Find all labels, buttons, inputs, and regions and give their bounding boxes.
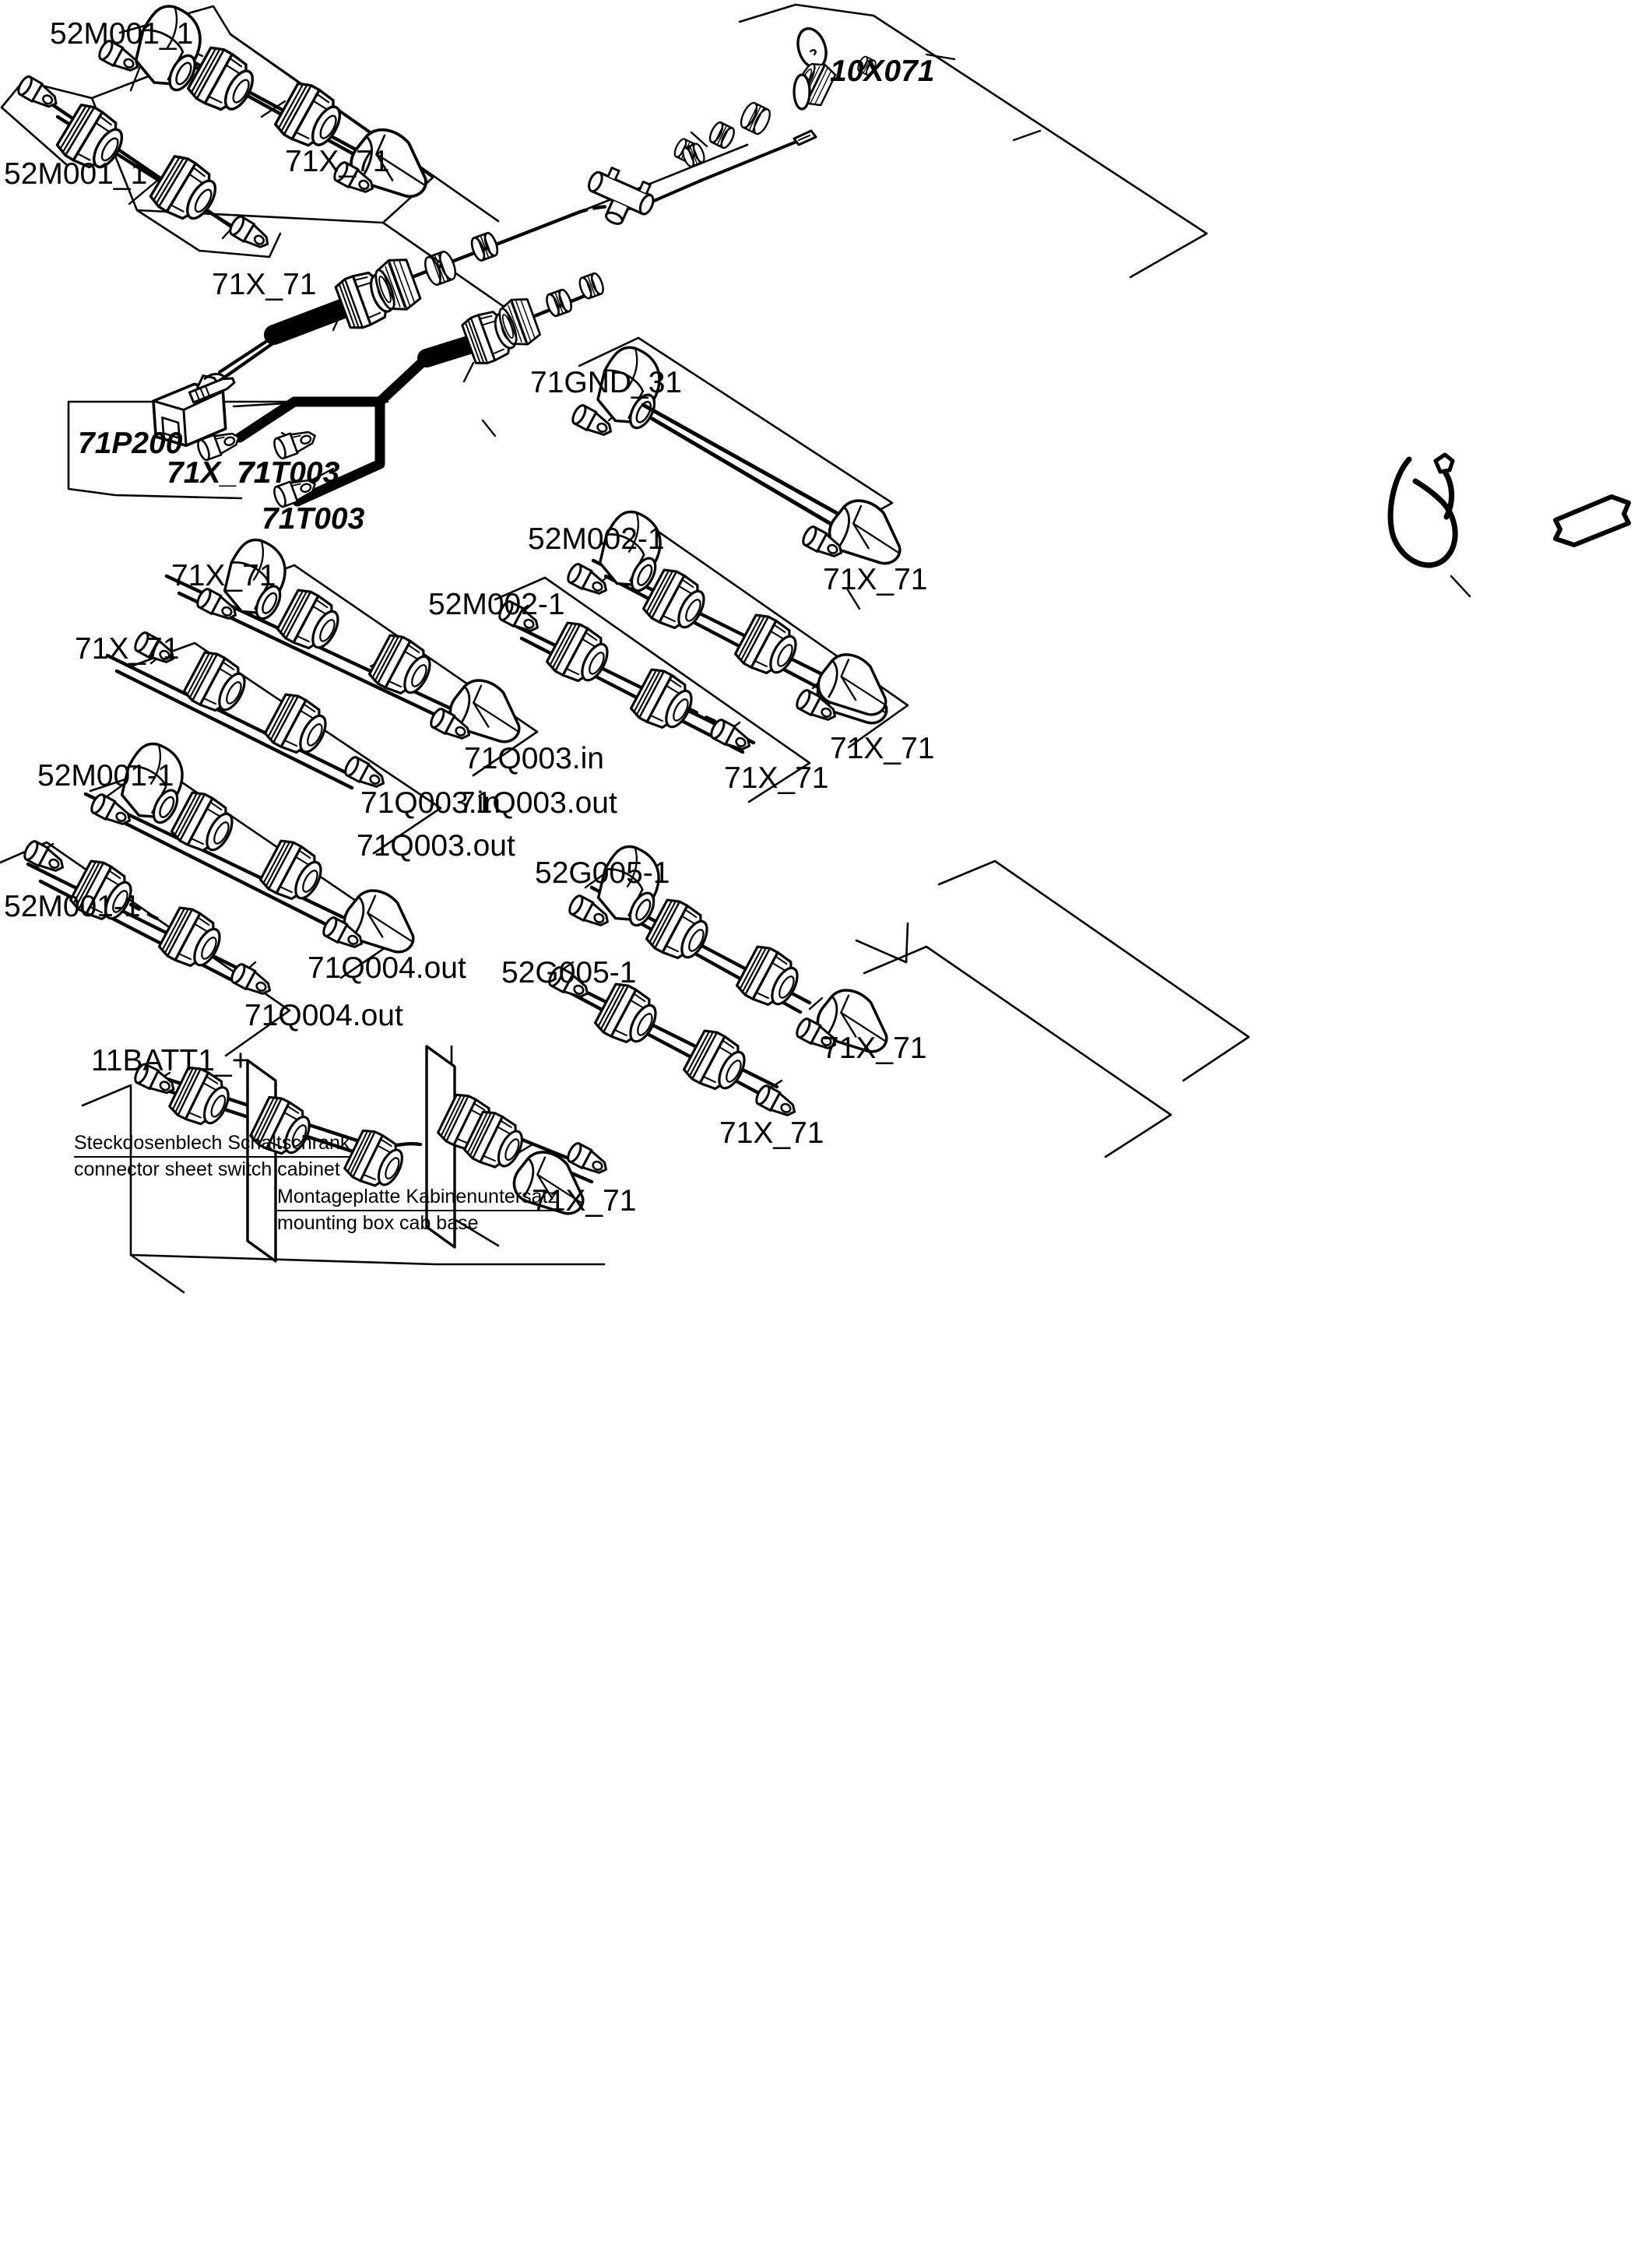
part-label-11batt1--: 11BATT1_+ <box>91 1044 250 1077</box>
part-label-71q003-out: 71Q003.out <box>459 786 617 820</box>
part-label-52m001-1: 52M001_1 <box>50 17 194 51</box>
part-label-10x071: 10X071 <box>830 54 935 88</box>
part-label-71gnd-31: 71GND_31 <box>530 366 683 399</box>
main-harness <box>173 139 802 507</box>
part-label-71q003-in: 71Q003.in <box>360 786 501 820</box>
cable-tie <box>1387 452 1458 568</box>
part-label-52m001-1: 52M001_1 <box>4 157 148 191</box>
part-label-52m001-1: 52M001-1 <box>4 890 141 923</box>
part-label-71x-71: 71X_71 <box>75 632 180 666</box>
part-label-71t003: 71T003 <box>262 502 365 536</box>
part-label-52m001-1: 52M001-1 <box>37 759 174 793</box>
annotation-de: Steckdosenblech Schaltschrank <box>74 1132 350 1158</box>
part-label-71p200: 71P200 <box>78 427 183 460</box>
part-label-71x-71: 71X_71 <box>285 145 390 178</box>
assembly-10X071 <box>588 27 878 225</box>
part-label-71q004-out: 71Q004.out <box>308 951 466 985</box>
part-label-71q004-out: 71Q004.out <box>244 999 403 1032</box>
part-label-52g005-1: 52G005-1 <box>501 956 637 989</box>
annotation-en: mounting box cab base <box>277 1211 479 1234</box>
part-label-71x-71: 71X_71 <box>823 563 928 596</box>
part-label-71t003: 71T003 <box>237 456 340 490</box>
label-tag <box>1553 494 1631 547</box>
splice-sleeve <box>188 377 236 404</box>
part-label-71x-71: 71X_71 <box>830 732 935 765</box>
part-label-71x-71: 71X_71 <box>724 761 829 795</box>
part-label-71x-71: 71X_71 <box>171 559 276 592</box>
part-label-71x-71: 71X_71 <box>532 1184 637 1218</box>
part-label-52g005-1: 52G005-1 <box>535 856 670 890</box>
part-label-71x-71: 71X_71 <box>822 1032 927 1065</box>
part-label-71q003-in: 71Q003.in <box>464 742 604 775</box>
part-label-52m002-1: 52M002-1 <box>528 522 665 556</box>
part-label-71x-71: 71X_71 <box>167 456 272 490</box>
part-label-71q003-out: 71Q003.out <box>357 829 515 863</box>
part-label-71x-71: 71X_71 <box>212 268 317 301</box>
annotation-en: connector sheet switch cabinet <box>74 1158 340 1180</box>
part-label-52m002-1: 52M002-1 <box>428 588 565 621</box>
annotation-de: Montageplatte Kabinenuntersatz <box>277 1186 557 1211</box>
part-label-71x-71: 71X_71 <box>719 1116 824 1150</box>
assembly-71GND_31 <box>568 339 916 577</box>
